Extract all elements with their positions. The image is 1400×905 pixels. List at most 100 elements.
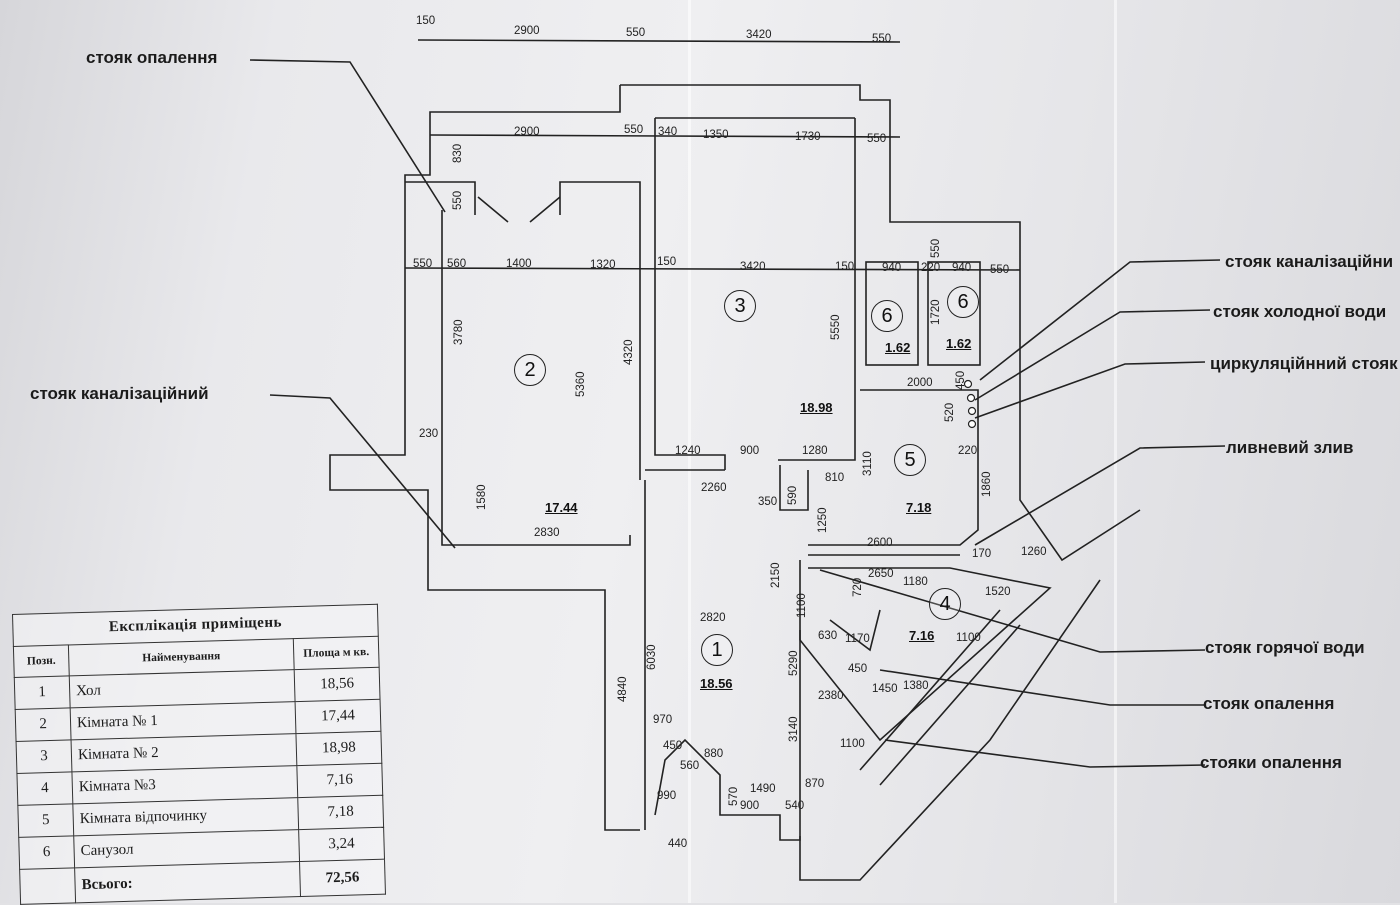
dimension-label: 940 <box>882 262 902 274</box>
dimension-label: 1100 <box>840 738 865 750</box>
room-area: 18.98 <box>800 400 833 415</box>
dimension-label: 550 <box>626 27 646 39</box>
dimension-label: 1380 <box>903 680 929 692</box>
room-number: 5 <box>894 444 926 476</box>
dimension-label: 1450 <box>872 683 898 695</box>
dimension-label: 570 <box>728 786 740 806</box>
dimension-label: 2900 <box>514 126 540 138</box>
dimension-label: 550 <box>624 124 644 136</box>
dimension-label: 5290 <box>788 650 800 676</box>
dimension-label: 340 <box>658 126 678 138</box>
dimension-label: 1580 <box>476 484 488 510</box>
dimension-label: 1280 <box>802 445 828 457</box>
dimension-label: 2900 <box>514 25 540 37</box>
dimension-label: 150 <box>416 15 436 27</box>
dimension-label: 560 <box>680 760 700 772</box>
dimension-label: 220 <box>921 262 941 274</box>
dimension-label: 900 <box>740 800 760 812</box>
dimension-label: 970 <box>653 714 673 726</box>
dimension-label: 230 <box>419 428 439 440</box>
dimension-label: 3420 <box>740 261 766 273</box>
dimension-label: 3110 <box>862 451 874 476</box>
room-area: 1.62 <box>885 340 911 355</box>
column-header: Позн. <box>13 644 70 678</box>
dimension-label: 1720 <box>930 299 942 325</box>
dimension-label: 3780 <box>453 319 465 345</box>
dimension-label: 1490 <box>750 783 776 795</box>
dimension-label: 1860 <box>981 471 993 497</box>
dimension-label: 830 <box>452 143 464 163</box>
dimension-label: 1400 <box>506 258 532 270</box>
dimension-label: 170 <box>972 548 992 560</box>
dimension-label: 6030 <box>646 644 658 670</box>
callout-circulation-riser: циркуляційнний стояк <box>1210 354 1398 373</box>
room-area: 18.56 <box>700 676 733 691</box>
dimension-label: 150 <box>657 256 677 268</box>
dimension-label: 450 <box>848 663 868 675</box>
room-area-value: 7,16 <box>296 763 383 798</box>
dimension-label: 550 <box>990 264 1010 276</box>
dimension-label: 5360 <box>575 371 587 397</box>
column-header: Площа м кв. <box>293 636 380 670</box>
dimension-label: 1170 <box>845 633 870 645</box>
room-area-value: 17,44 <box>295 699 381 734</box>
paper-fold <box>1114 0 1117 903</box>
room-position: 6 <box>18 835 75 870</box>
dimension-label: 540 <box>785 800 805 812</box>
dimension-label: 720 <box>852 577 864 597</box>
dimension-label: 870 <box>805 778 825 790</box>
dimension-label: 590 <box>787 485 799 505</box>
dimension-label: 1350 <box>703 129 729 141</box>
callout-storm-drain: ливневий злив <box>1226 438 1354 457</box>
room-position: 2 <box>15 707 72 742</box>
room-number: 4 <box>929 588 961 620</box>
dimension-label: 1260 <box>1021 546 1047 558</box>
total-label: Всього: <box>74 861 301 903</box>
callout-heating-riser: стояк опалення <box>1203 694 1335 713</box>
dimension-label: 550 <box>413 258 433 270</box>
dimension-label: 880 <box>704 748 724 760</box>
dimension-label: 2650 <box>868 568 894 580</box>
dimension-label: 2600 <box>867 537 893 549</box>
room-number: 6 <box>947 286 979 318</box>
callout-hot-water-riser: стояк горячої води <box>1205 638 1365 657</box>
dimension-label: 2000 <box>907 377 933 389</box>
room-position: 1 <box>14 675 71 710</box>
dimension-label: 1180 <box>903 576 928 588</box>
room-area: 17.44 <box>545 500 578 515</box>
dimension-label: 2830 <box>534 527 560 539</box>
room-number: 2 <box>514 354 546 386</box>
callout-sewer-riser: стояк каналізаційний <box>30 384 209 403</box>
dimension-label: 350 <box>758 496 778 508</box>
room-area-value: 18,56 <box>294 667 381 702</box>
paper-fold <box>688 0 691 903</box>
total-value: 72,56 <box>299 859 386 897</box>
room-area: 7.18 <box>906 500 932 515</box>
dimension-label: 450 <box>663 740 683 752</box>
dimension-label: 440 <box>668 838 688 850</box>
room-position: 5 <box>17 803 74 838</box>
dimension-label: 940 <box>952 262 972 274</box>
room-number: 3 <box>724 290 756 322</box>
room-position: 3 <box>16 739 72 774</box>
dimension-label: 1320 <box>590 259 616 271</box>
dimension-label: 2150 <box>770 562 782 588</box>
room-position: 4 <box>16 771 73 806</box>
dimension-label: 2260 <box>701 482 727 494</box>
callout-heating-riser: стояк опалення <box>86 48 218 67</box>
dimension-label: 2380 <box>818 690 844 702</box>
dimension-label: 990 <box>657 790 677 802</box>
dimension-label: 5550 <box>830 314 842 340</box>
dimension-label: 1250 <box>817 507 829 533</box>
dimension-label: 450 <box>955 370 967 390</box>
dimension-label: 810 <box>825 472 845 484</box>
dimension-label: 3420 <box>746 29 772 41</box>
dimension-label: 900 <box>740 445 760 457</box>
dimension-label: 550 <box>452 190 464 210</box>
dimension-label: 4320 <box>623 339 635 365</box>
room-number: 6 <box>871 300 903 332</box>
legend-table: Експлікація приміщень Позн. Найменування… <box>12 603 386 905</box>
room-area-value: 18,98 <box>295 731 382 766</box>
room-area-value: 7,18 <box>297 795 384 830</box>
room-number: 1 <box>701 634 733 666</box>
